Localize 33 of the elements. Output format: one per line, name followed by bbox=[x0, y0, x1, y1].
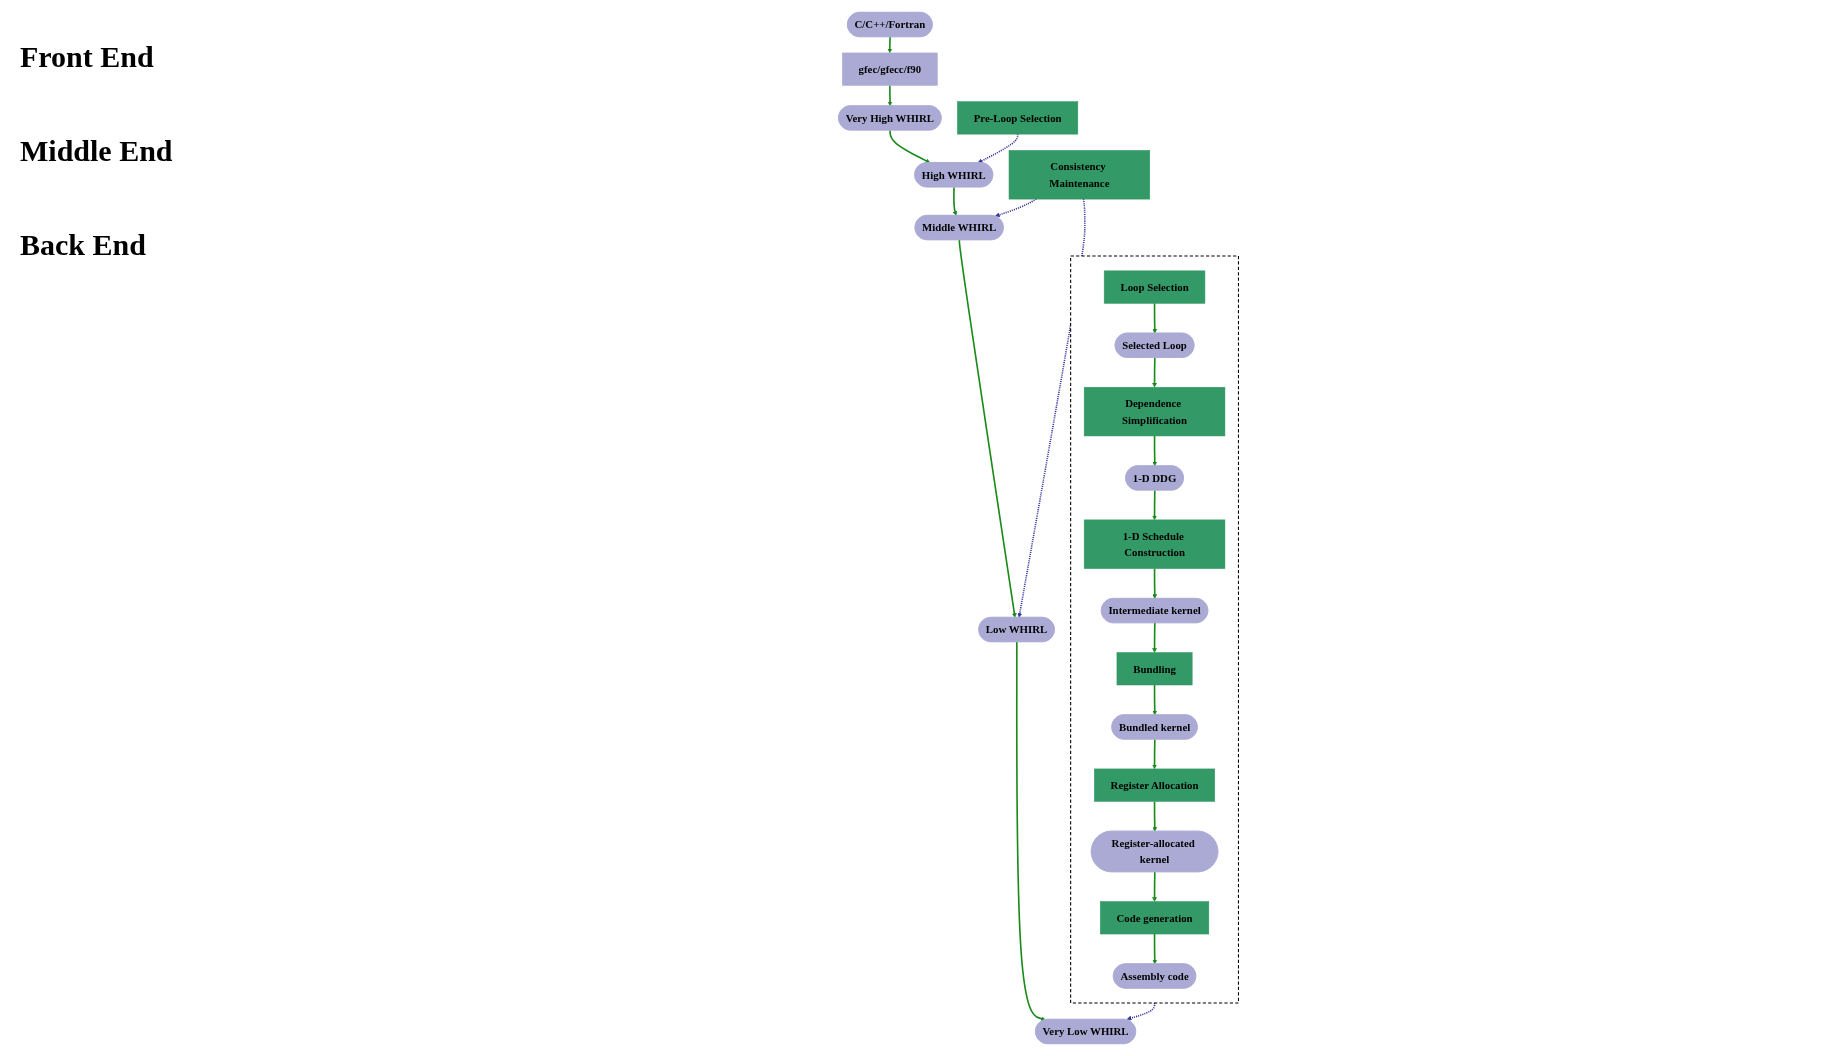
arrow bbox=[952, 186, 958, 216]
arrow bbox=[1126, 1002, 1156, 1021]
stage-label: Front End bbox=[20, 40, 155, 74]
node-box: gfec/gfecc/f90 bbox=[842, 52, 938, 86]
stage-label: Middle End bbox=[20, 134, 174, 168]
arrow bbox=[1152, 684, 1158, 716]
node-box: Pre-Loop Selection bbox=[957, 101, 1079, 135]
node-box: Register Allocation bbox=[1094, 768, 1215, 802]
node-box: Consistency Maintenance bbox=[1008, 150, 1151, 200]
arrow bbox=[1152, 871, 1157, 902]
node-box: Bundling bbox=[1116, 652, 1193, 686]
arrow bbox=[977, 133, 1019, 164]
cluster bbox=[1070, 255, 1239, 1004]
arrow bbox=[1152, 567, 1158, 599]
arrow bbox=[1152, 622, 1157, 653]
arrow bbox=[1152, 800, 1158, 832]
arrow bbox=[958, 239, 1017, 618]
arrow bbox=[1152, 738, 1157, 770]
node-box: 1-D Schedule Construction bbox=[1083, 519, 1226, 569]
arrow bbox=[889, 129, 931, 164]
arrow bbox=[887, 84, 893, 107]
arrow bbox=[1152, 302, 1158, 334]
arrow bbox=[1152, 356, 1157, 388]
arrow bbox=[1152, 435, 1158, 467]
stage-label: Back End bbox=[20, 228, 147, 262]
node-box: Loop Selection bbox=[1103, 270, 1206, 304]
arrow bbox=[995, 198, 1038, 218]
arrow bbox=[887, 36, 893, 54]
arrow bbox=[1152, 489, 1157, 521]
node-box: Code generation bbox=[1100, 901, 1210, 935]
node-box: Dependence Simplification bbox=[1083, 386, 1226, 437]
arrow bbox=[1015, 641, 1046, 1021]
arrow bbox=[1152, 933, 1158, 965]
